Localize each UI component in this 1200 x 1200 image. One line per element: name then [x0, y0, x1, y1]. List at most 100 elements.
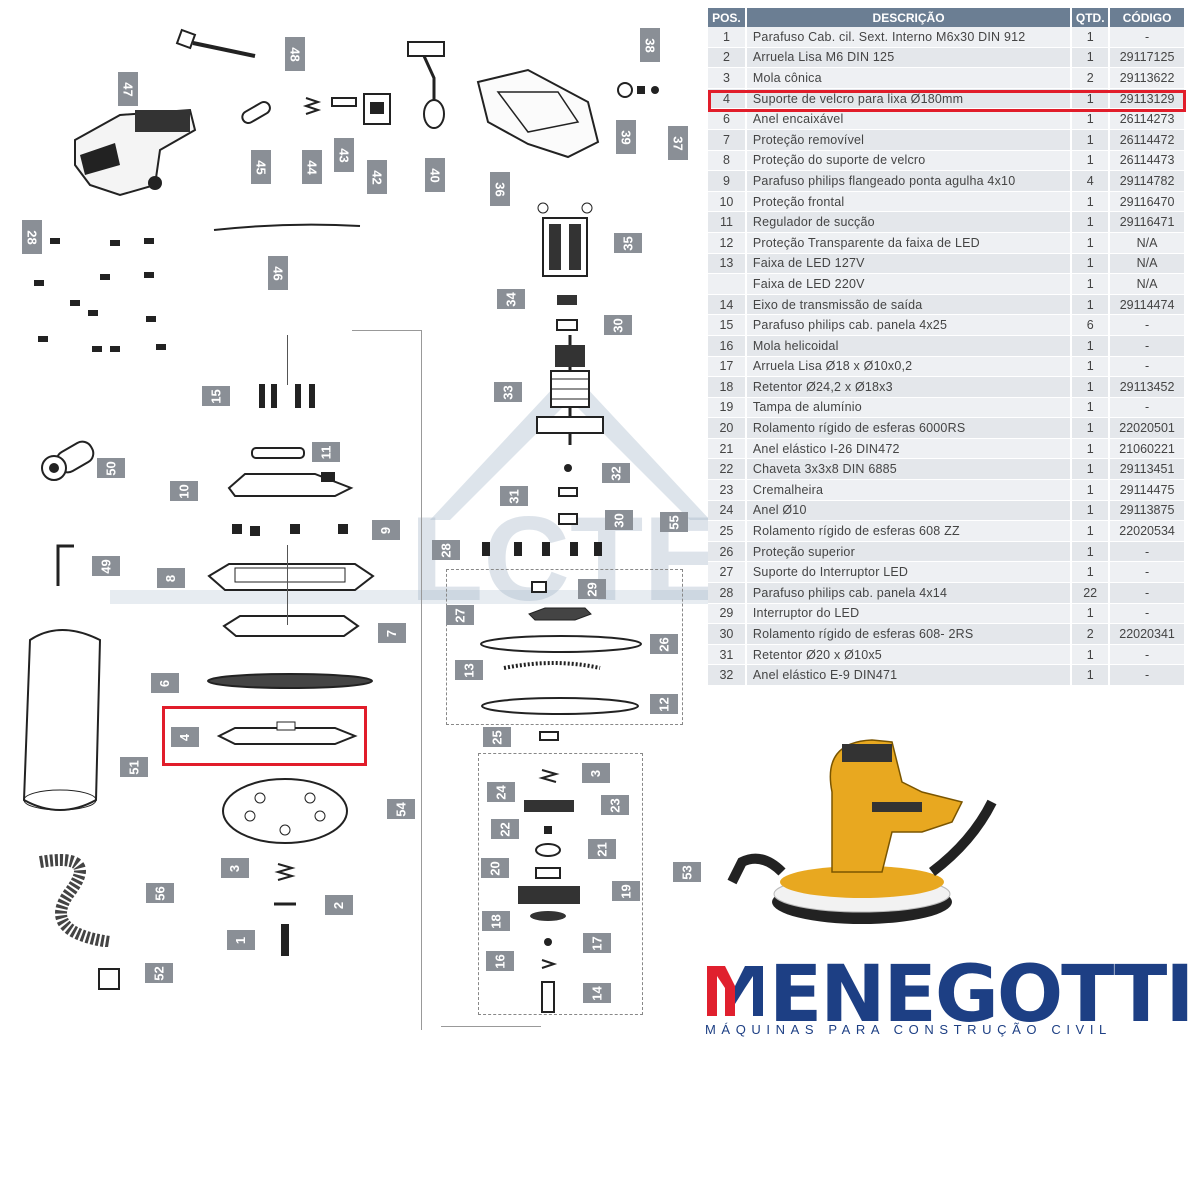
highlight-row-4 [708, 90, 1186, 112]
cell-qty: 6 [1071, 314, 1111, 336]
cell-qty: 1 [1071, 644, 1111, 666]
callout-39: 39 [616, 120, 636, 154]
sanding-disc [222, 778, 348, 844]
brand-name-rest: ENEGOTTI [769, 950, 1194, 1040]
callout-38: 38 [640, 28, 660, 62]
cell-code: - [1109, 541, 1186, 563]
cell-code: 29116471 [1109, 211, 1186, 233]
cell-code: 29116470 [1109, 191, 1186, 213]
cell-desc: Parafuso philips cab. panela 4x25 [745, 314, 1073, 336]
cell-qty: 1 [1071, 211, 1111, 233]
cell-pos: 14 [708, 294, 747, 316]
cell-pos: 32 [708, 664, 747, 686]
cell-qty: 1 [1071, 27, 1111, 48]
armature [536, 335, 604, 445]
callout-48: 48 [285, 37, 305, 71]
sander-housing [74, 108, 197, 197]
callout-21: 21 [588, 839, 616, 859]
callout-55: 55 [660, 512, 688, 532]
assembly-box-53 [478, 753, 643, 1015]
callout-33: 33 [494, 382, 522, 402]
cell-code: - [1109, 27, 1186, 48]
cell-qty: 1 [1071, 664, 1111, 686]
callout-8: 8 [157, 568, 185, 588]
cell-qty: 1 [1071, 150, 1111, 172]
cell-qty: 1 [1071, 253, 1111, 275]
callout-17: 17 [583, 933, 611, 953]
callout-26: 26 [650, 634, 678, 654]
cell-code: - [1109, 644, 1186, 666]
cell-qty: 1 [1071, 47, 1111, 69]
callout-43: 43 [334, 138, 354, 172]
cell-desc: Cremalheira [745, 479, 1073, 501]
cell-desc: Retentor Ø24,2 x Ø18x3 [745, 376, 1073, 398]
callout-12: 12 [650, 694, 678, 714]
cell-pos: 19 [708, 397, 747, 419]
cell-pos: 22 [708, 458, 747, 481]
callout-11: 11 [312, 442, 340, 462]
callout-31: 31 [500, 486, 528, 506]
callout-10: 10 [170, 481, 198, 501]
cell-qty: 1 [1071, 500, 1111, 522]
callout-14: 14 [583, 983, 611, 1003]
cell-pos: 23 [708, 479, 747, 501]
cell-pos: 15 [708, 314, 747, 336]
carbon-brush [331, 97, 357, 107]
cell-qty: 1 [1071, 520, 1111, 542]
callout-6: 6 [151, 673, 179, 693]
cell-qty: 1 [1071, 356, 1111, 378]
cell-code: N/A [1109, 253, 1186, 275]
cell-pos: 21 [708, 438, 747, 460]
table-header: POS. DESCRIÇÃO QTD. CÓDIGO [708, 8, 1186, 27]
cell-qty: 1 [1071, 458, 1111, 481]
callout-45: 45 [251, 150, 271, 184]
flange-screws [232, 524, 348, 536]
led-cover [481, 697, 639, 715]
cell-pos: 1 [708, 27, 747, 48]
callout-3-right: 3 [582, 763, 610, 783]
cell-qty: 1 [1071, 129, 1111, 151]
cell-code: 29113451 [1109, 458, 1186, 481]
guide-line-top [352, 330, 422, 331]
brush-spring [302, 97, 322, 115]
cell-code: 29113875 [1109, 500, 1186, 522]
cell-code: 22020534 [1109, 520, 1186, 542]
cell-pos: 30 [708, 623, 747, 645]
callout-42: 42 [367, 160, 387, 194]
cell-desc: Anel Ø10 [745, 500, 1073, 522]
cell-desc: Suporte do Interruptor LED [745, 561, 1073, 584]
callout-51: 51 [120, 757, 148, 777]
callout-37: 37 [668, 126, 688, 160]
cell-code: 29113452 [1109, 376, 1186, 398]
cell-desc: Suporte de velcro para lixa Ø180mm [745, 88, 1073, 110]
callout-40: 40 [425, 158, 445, 192]
upper-protection [480, 635, 642, 653]
col-pos: POS. [708, 8, 747, 27]
guide-line-bottom [441, 1026, 541, 1027]
cell-code: - [1109, 335, 1186, 357]
cell-qty: 1 [1071, 88, 1111, 110]
hose-adapter [98, 968, 120, 990]
brand-name: ENEGOTTI [769, 950, 1194, 1040]
callout-24: 24 [487, 782, 515, 802]
callout-50: 50 [97, 458, 125, 478]
col-qty: QTD. [1071, 8, 1111, 27]
cell-pos: 25 [708, 520, 747, 542]
callout-28-low: 28 [432, 540, 460, 560]
callout-22: 22 [491, 819, 519, 839]
cell-qty: 1 [1071, 273, 1111, 295]
